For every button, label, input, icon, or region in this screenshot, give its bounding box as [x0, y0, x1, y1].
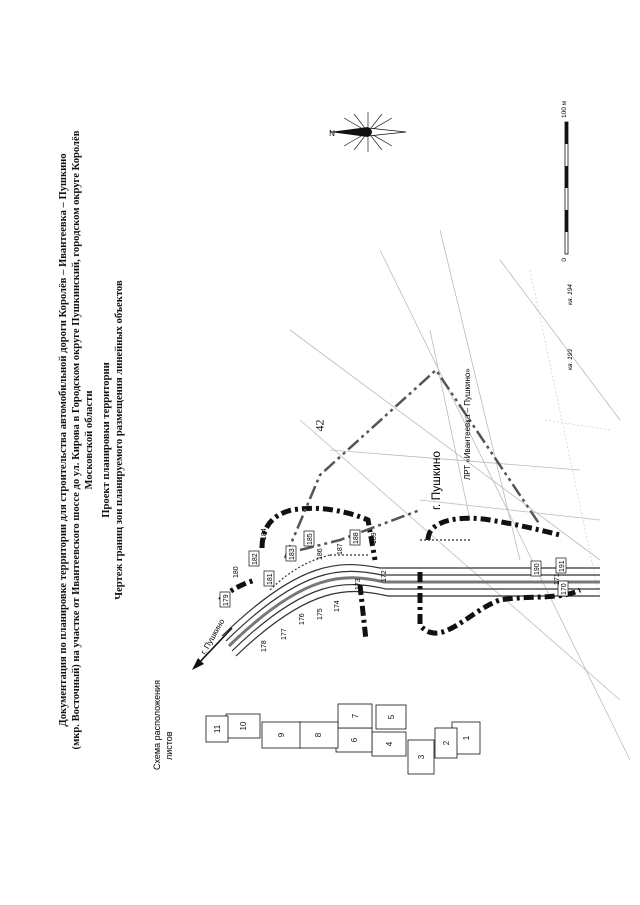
point-label: 172 [381, 570, 388, 582]
sheet-number: 2 [442, 740, 451, 745]
sheet-box [261, 721, 301, 749]
sheet-number: 6 [350, 737, 359, 742]
quarter-label-193: кв. 193 [567, 349, 574, 370]
title-line-1: Документация по планировке территории дл… [58, 153, 69, 727]
scale-zero: 0 [561, 258, 568, 262]
point-label: 191 [559, 560, 566, 572]
point-label: 188 [353, 532, 360, 544]
point-label-box [349, 529, 361, 546]
sheet-number: 1 [462, 735, 471, 740]
point-label: 170 [561, 583, 568, 595]
sheet-box [434, 727, 458, 759]
point-label: 171 [554, 573, 561, 585]
point-label-box [557, 580, 569, 597]
sheet-box [205, 715, 229, 743]
road-direction-label: г. Пушкино [199, 617, 227, 656]
background-lines [289, 229, 631, 761]
point-label-box [248, 550, 260, 567]
point-label-box [530, 560, 542, 577]
sheet-number: 10 [239, 721, 248, 730]
point-label: 176 [299, 613, 306, 625]
sheet-number: 7 [351, 713, 360, 718]
point-label: 189 [371, 532, 378, 544]
sheet-number: 9 [277, 732, 286, 737]
road-direction-arrow-icon [192, 627, 233, 670]
point-label: 190 [534, 563, 541, 575]
title-line-2: (мкр. Восточный) на участке от Ивантеевс… [71, 130, 82, 750]
point-label: 180 [233, 566, 240, 578]
title-line-3: Московской области [84, 390, 95, 490]
quarter-label-194: кв. 194 [567, 284, 574, 305]
dotted-lines [269, 539, 470, 591]
sheet-box [297, 721, 339, 749]
map-svg: N 0 100 м г. Пушкино ЛРТ «Ивантеевка – П… [152, 100, 631, 775]
title-line-5: Чертеж границ зон планируемого размещени… [114, 280, 125, 600]
point-label-box [303, 530, 315, 547]
point-label: 175 [317, 608, 324, 620]
north-arrow-icon [330, 112, 407, 152]
sheet-number: 11 [213, 724, 222, 733]
point-label: 182 [252, 553, 259, 565]
scale-max: 100 м [561, 100, 568, 118]
sheet-number: 8 [314, 732, 323, 737]
point-label-box [555, 557, 567, 574]
quarter-lines [529, 269, 611, 601]
sheet-scheme-title-2: листов [164, 731, 174, 760]
point-label: 177 [281, 628, 288, 640]
point-label: 178 [261, 640, 268, 652]
point-label: 174 [334, 600, 341, 612]
town-label: г. Пушкино [429, 451, 443, 510]
point-label-box [263, 570, 275, 587]
sheet-box [375, 704, 407, 730]
point-label: 185 [307, 533, 314, 545]
title-line-4: Проект планировки территории [101, 362, 112, 518]
planning-map: N 0 100 м г. Пушкино ЛРТ «Ивантеевка – П… [150, 90, 640, 890]
point-label-box [219, 591, 231, 608]
point-label-box [285, 545, 297, 562]
sheet-box [337, 703, 373, 729]
lrt-line [283, 368, 542, 559]
point-label: 183 [289, 548, 296, 560]
sheet-number: 4 [385, 741, 394, 746]
road-corridor [221, 564, 600, 657]
sheet-scheme-title-1: Схема расположения [152, 680, 162, 770]
point-label: 181 [267, 573, 274, 585]
point-label: 173 [355, 578, 362, 590]
sheet-box [407, 739, 435, 775]
north-label: N [329, 129, 335, 138]
sheet-scheme: 1 2 3 4 5 6 7 8 9 10 11 [205, 703, 481, 775]
lrt-label: ЛРТ «Ивантеевка – Пушкино» [463, 368, 472, 480]
scale-bar: 0 100 м [561, 100, 569, 262]
sheet-number: 3 [417, 754, 426, 759]
point-label: 186 [317, 548, 324, 560]
point-label: 179 [223, 594, 230, 606]
sheet-number: 5 [387, 714, 396, 719]
sheet-box [335, 727, 373, 753]
sheet-box [371, 731, 407, 757]
point-label: 184 [261, 528, 268, 540]
point-label: 187 [337, 543, 344, 555]
